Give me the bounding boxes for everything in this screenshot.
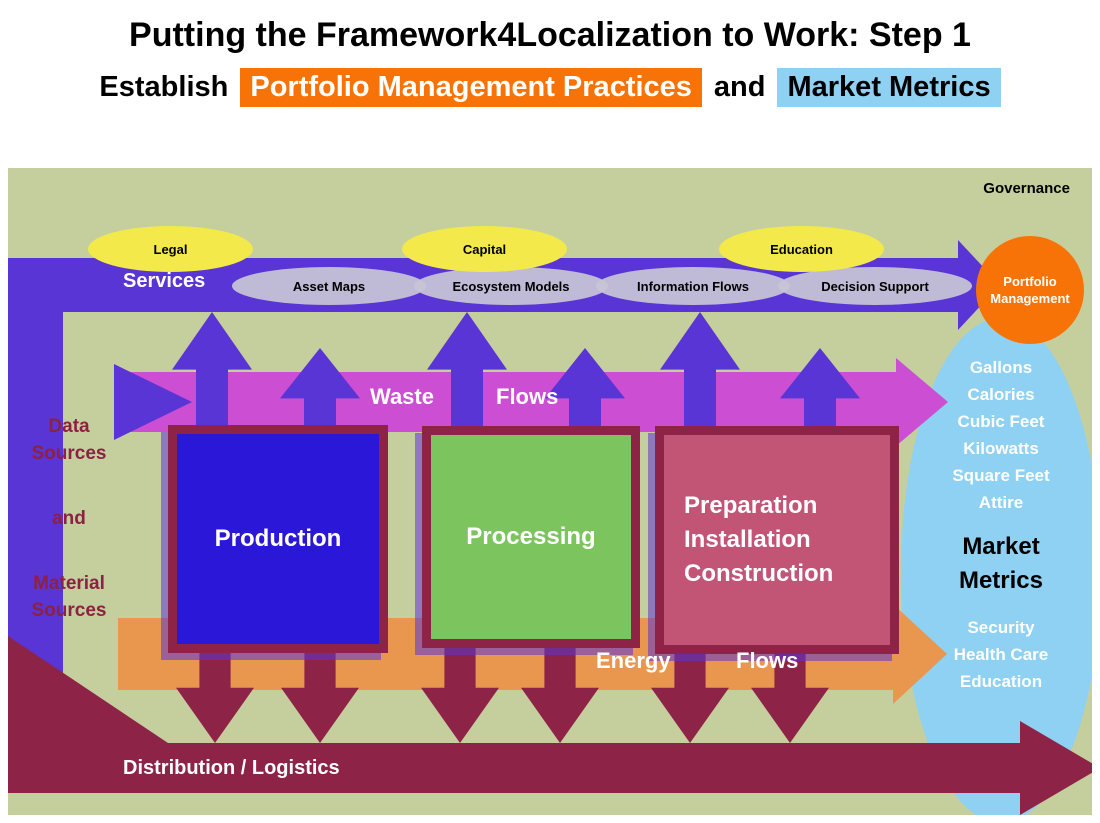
distribution-label: Distribution / Logistics <box>123 756 340 779</box>
metric-item: Education <box>959 672 1043 691</box>
subtitle-connector: and <box>713 71 766 103</box>
metric-item: Security <box>967 618 1035 637</box>
production-label: Production <box>214 525 342 552</box>
waste-label: Waste <box>370 384 434 409</box>
processing-box: Processing <box>422 426 640 648</box>
distribution-band: Distribution / Logistics <box>8 743 1020 793</box>
metric-item: Kilowatts <box>963 439 1039 458</box>
subtitle-highlight-portfolio: Portfolio Management Practices <box>240 68 702 107</box>
gray-item-information-flows: Information Flows <box>596 267 790 305</box>
processing-label: Processing <box>466 523 596 550</box>
framework-diagram: Governance Gallons Calories Cubic Feet K… <box>8 168 1092 815</box>
sources-text-block: Data Sources and Material Sources <box>10 413 128 624</box>
bubble-capital: Capital <box>402 226 567 272</box>
market-metrics-title-line2: Metrics <box>958 567 1044 594</box>
sources-line: Sources <box>31 443 107 464</box>
slide-title: Putting the Framework4Localization to Wo… <box>129 16 971 54</box>
sources-line: and <box>52 508 86 529</box>
market-metrics-title-line1: Market <box>962 533 1040 560</box>
waste-flows-label: Flows <box>496 384 559 409</box>
governance-label: Governance <box>983 180 1070 197</box>
portfolio-circle-line1: Portfolio <box>1003 274 1057 289</box>
metric-item: Square Feet <box>952 466 1050 485</box>
portfolio-management-circle: Portfolio Management <box>976 236 1084 344</box>
energy-label: Energy <box>596 648 671 673</box>
sources-line: Material <box>33 573 105 594</box>
sources-line: Sources <box>31 600 107 621</box>
preparation-label-line1: Preparation <box>684 492 818 519</box>
energy-flows-label: Flows <box>736 648 799 673</box>
bubble-legal: Legal <box>88 226 253 272</box>
bubble-education: Education <box>719 226 884 272</box>
slide-subtitle: Establish Portfolio Management Practices… <box>0 68 1100 107</box>
production-box: Production <box>168 425 388 653</box>
subtitle-prefix: Establish <box>99 71 229 103</box>
preparation-label-line3: Construction <box>684 560 834 587</box>
subtitle-highlight-market: Market Metrics <box>777 68 1001 107</box>
metric-item: Attire <box>978 493 1024 512</box>
gray-item-decision-support: Decision Support <box>778 267 972 305</box>
gray-item-asset-maps: Asset Maps <box>232 267 426 305</box>
metric-item: Cubic Feet <box>957 412 1045 431</box>
metric-item: Calories <box>967 385 1035 404</box>
gray-ellipse-chain: Asset Maps Ecosystem Models Information … <box>232 267 972 305</box>
waste-flows-band <box>118 372 896 432</box>
services-label: Services <box>123 270 206 292</box>
gray-item-ecosystem-models: Ecosystem Models <box>414 267 608 305</box>
preparation-box: Preparation Installation Construction <box>655 426 899 654</box>
portfolio-circle-line2: Management <box>990 291 1070 306</box>
metric-item: Gallons <box>969 358 1033 377</box>
preparation-label-line2: Installation <box>684 526 811 553</box>
metric-item: Health Care <box>953 645 1049 664</box>
sources-line: Data <box>48 416 90 437</box>
